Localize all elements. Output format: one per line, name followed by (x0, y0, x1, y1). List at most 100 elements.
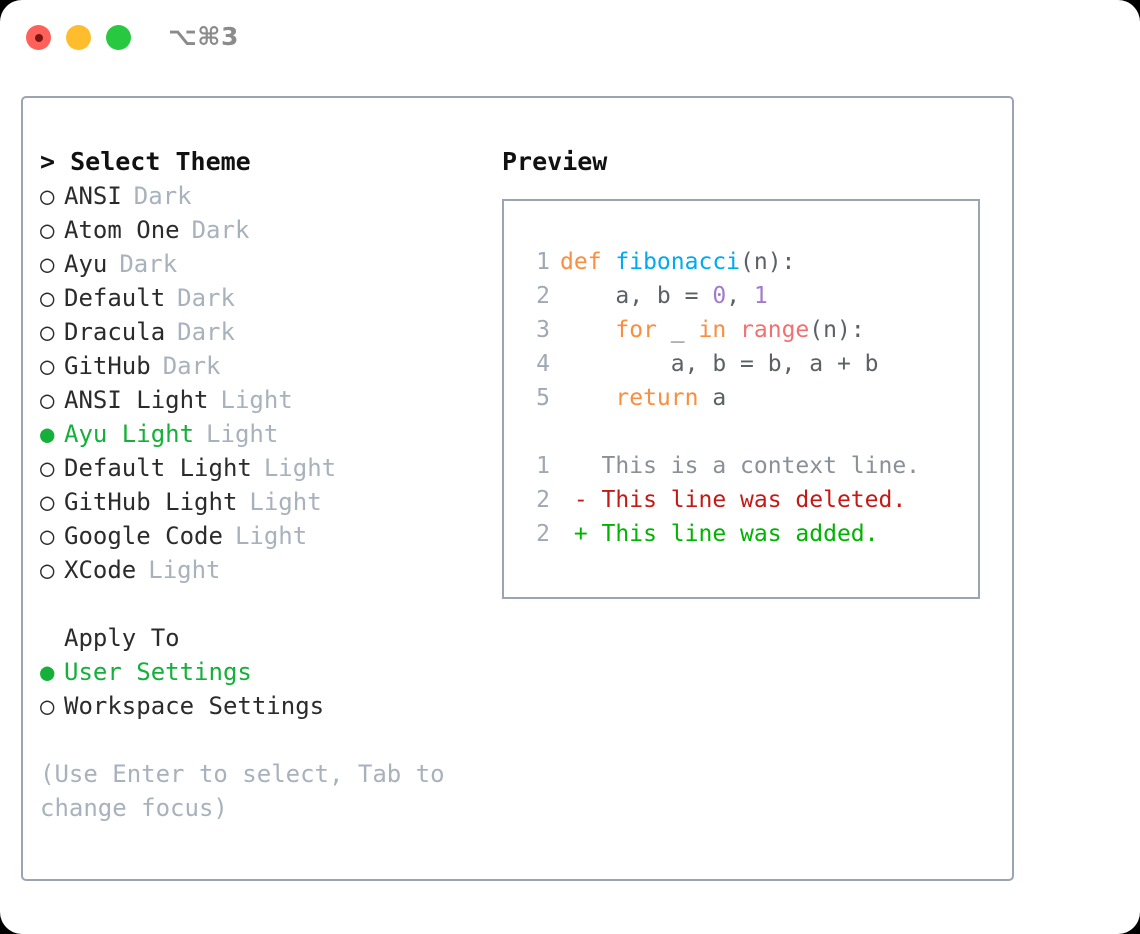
apply-to-option-label: User Settings (64, 658, 252, 686)
code-token-kw: in (698, 317, 727, 343)
code-line: 4 a, b = b, a + b (516, 347, 978, 381)
preview-heading: Preview (502, 147, 608, 176)
radio-unselected-icon: ○ (40, 318, 55, 346)
code-token-plain: a (698, 385, 727, 411)
theme-option-label: Atom One (64, 216, 180, 244)
theme-option-category: Light (249, 488, 322, 516)
theme-option-label: Dracula (64, 318, 166, 346)
theme-option-category: Light (206, 420, 279, 448)
radio-unselected-icon: ○ (40, 454, 55, 482)
title-bar: ⌥⌘3 (0, 0, 1140, 78)
code-token-plain: _ (656, 317, 699, 343)
theme-option-category: Dark (177, 284, 235, 312)
code-token-plain: a, b = (560, 283, 713, 309)
theme-option-ayu-light[interactable]: ● Ayu Light Light (40, 417, 490, 451)
spacer (516, 415, 978, 449)
code-token-fn: fibonacci (615, 249, 741, 275)
apply-to-option-user-settings[interactable]: ● User Settings (40, 655, 490, 689)
code-token-kw: def (560, 249, 616, 275)
close-button[interactable] (26, 25, 51, 50)
theme-option-label: Default Light (64, 454, 252, 482)
keyboard-hint-text: (Use Enter to select, Tab to change focu… (40, 760, 445, 822)
theme-option-default-light[interactable]: ○ Default Light Light (40, 451, 490, 485)
theme-option-github-light[interactable]: ○ GitHub Light Light (40, 485, 490, 519)
radio-unselected-icon: ○ (40, 556, 55, 584)
theme-option-label: Ayu (64, 250, 108, 278)
minimize-button[interactable] (66, 25, 91, 50)
theme-option-label: ANSI Light (64, 386, 209, 414)
theme-option-label: ANSI (64, 182, 122, 210)
code-token-plain (560, 385, 615, 411)
keyboard-shortcut-label: ⌥⌘3 (168, 22, 239, 51)
apply-to-option-list[interactable]: ● User Settings ○Workspace Settings (40, 655, 490, 723)
maximize-button[interactable] (106, 25, 131, 50)
line-number: 2 (536, 521, 550, 547)
theme-option-label: XCode (64, 556, 137, 584)
theme-option-dracula[interactable]: ○ Dracula Dark (40, 315, 490, 349)
theme-option-category: Light (263, 454, 337, 482)
code-line: 1 def fibonacci(n): (516, 245, 978, 279)
apply-to-option-label: Workspace Settings (64, 692, 325, 720)
code-token-plain: , (726, 283, 754, 309)
theme-option-xcode[interactable]: ○ XCode Light (40, 553, 490, 587)
radio-selected-icon: ● (40, 658, 55, 686)
code-token-call: range (740, 317, 810, 343)
theme-option-category: Light (234, 522, 308, 550)
theme-option-category: Dark (133, 182, 192, 210)
diff-sample: 1 This is a context line.2 - This line w… (516, 449, 978, 551)
line-number: 2 (536, 487, 550, 513)
line-number: 1 (536, 249, 550, 275)
code-line-text: a, b = 0, 1 (560, 279, 768, 313)
apply-to-option-workspace-settings[interactable]: ○Workspace Settings (40, 689, 490, 723)
radio-unselected-icon: ○ (40, 216, 55, 244)
diff-line: 1 This is a context line. (516, 449, 978, 483)
theme-option-atom-one[interactable]: ○ Atom One Dark (40, 213, 490, 247)
line-number: 1 (536, 453, 550, 479)
apply-to-heading: Apply To (64, 624, 180, 652)
code-token-plain: a, b = b, a + b (560, 351, 879, 377)
theme-option-category: Dark (191, 216, 250, 244)
theme-option-ansi-light[interactable]: ○ ANSI Light Light (40, 383, 490, 417)
theme-option-category: Light (220, 386, 293, 414)
code-line: 5 return a (516, 381, 978, 415)
radio-unselected-icon: ○ (40, 182, 55, 210)
select-theme-heading: > Select Theme (40, 147, 251, 176)
code-line-text: def fibonacci(n): (560, 245, 795, 279)
radio-selected-icon: ● (40, 420, 55, 448)
code-line: 2 a, b = 0, 1 (516, 279, 978, 313)
code-token-kw: for (615, 317, 657, 343)
radio-unselected-icon: ○ (40, 386, 55, 414)
theme-option-label: Ayu Light (64, 420, 195, 448)
theme-option-ayu[interactable]: ○ Ayu Dark (40, 247, 490, 281)
theme-option-category: Dark (119, 250, 178, 278)
code-line-text: for _ in range(n): (560, 313, 864, 347)
code-token-kw: return (615, 385, 699, 411)
diff-line: 2 - This line was deleted. (516, 483, 978, 517)
theme-option-label: Google Code (64, 522, 223, 550)
code-token-num: 1 (753, 283, 768, 309)
theme-option-ansi[interactable]: ○ ANSI Dark (40, 179, 490, 213)
diff-line: 2 + This line was added. (516, 517, 978, 551)
code-token-plain: (n): (740, 249, 796, 275)
code-line-text: a, b = b, a + b (560, 347, 879, 381)
traffic-lights (26, 25, 131, 50)
radio-unselected-icon: ○ (40, 352, 55, 380)
line-number: 3 (536, 317, 550, 343)
code-line: 3 for _ in range(n): (516, 313, 978, 347)
theme-option-category: Light (148, 556, 221, 584)
diff-line-text-ctx: This is a context line. (560, 453, 921, 479)
theme-option-category: Dark (177, 318, 235, 346)
radio-unselected-icon: ○ (40, 250, 55, 278)
radio-unselected-icon: ○ (40, 488, 55, 516)
radio-unselected-icon: ○ (40, 284, 55, 312)
theme-option-label: GitHub Light (64, 488, 238, 516)
diff-line-text-del: - This line was deleted. (560, 487, 907, 513)
